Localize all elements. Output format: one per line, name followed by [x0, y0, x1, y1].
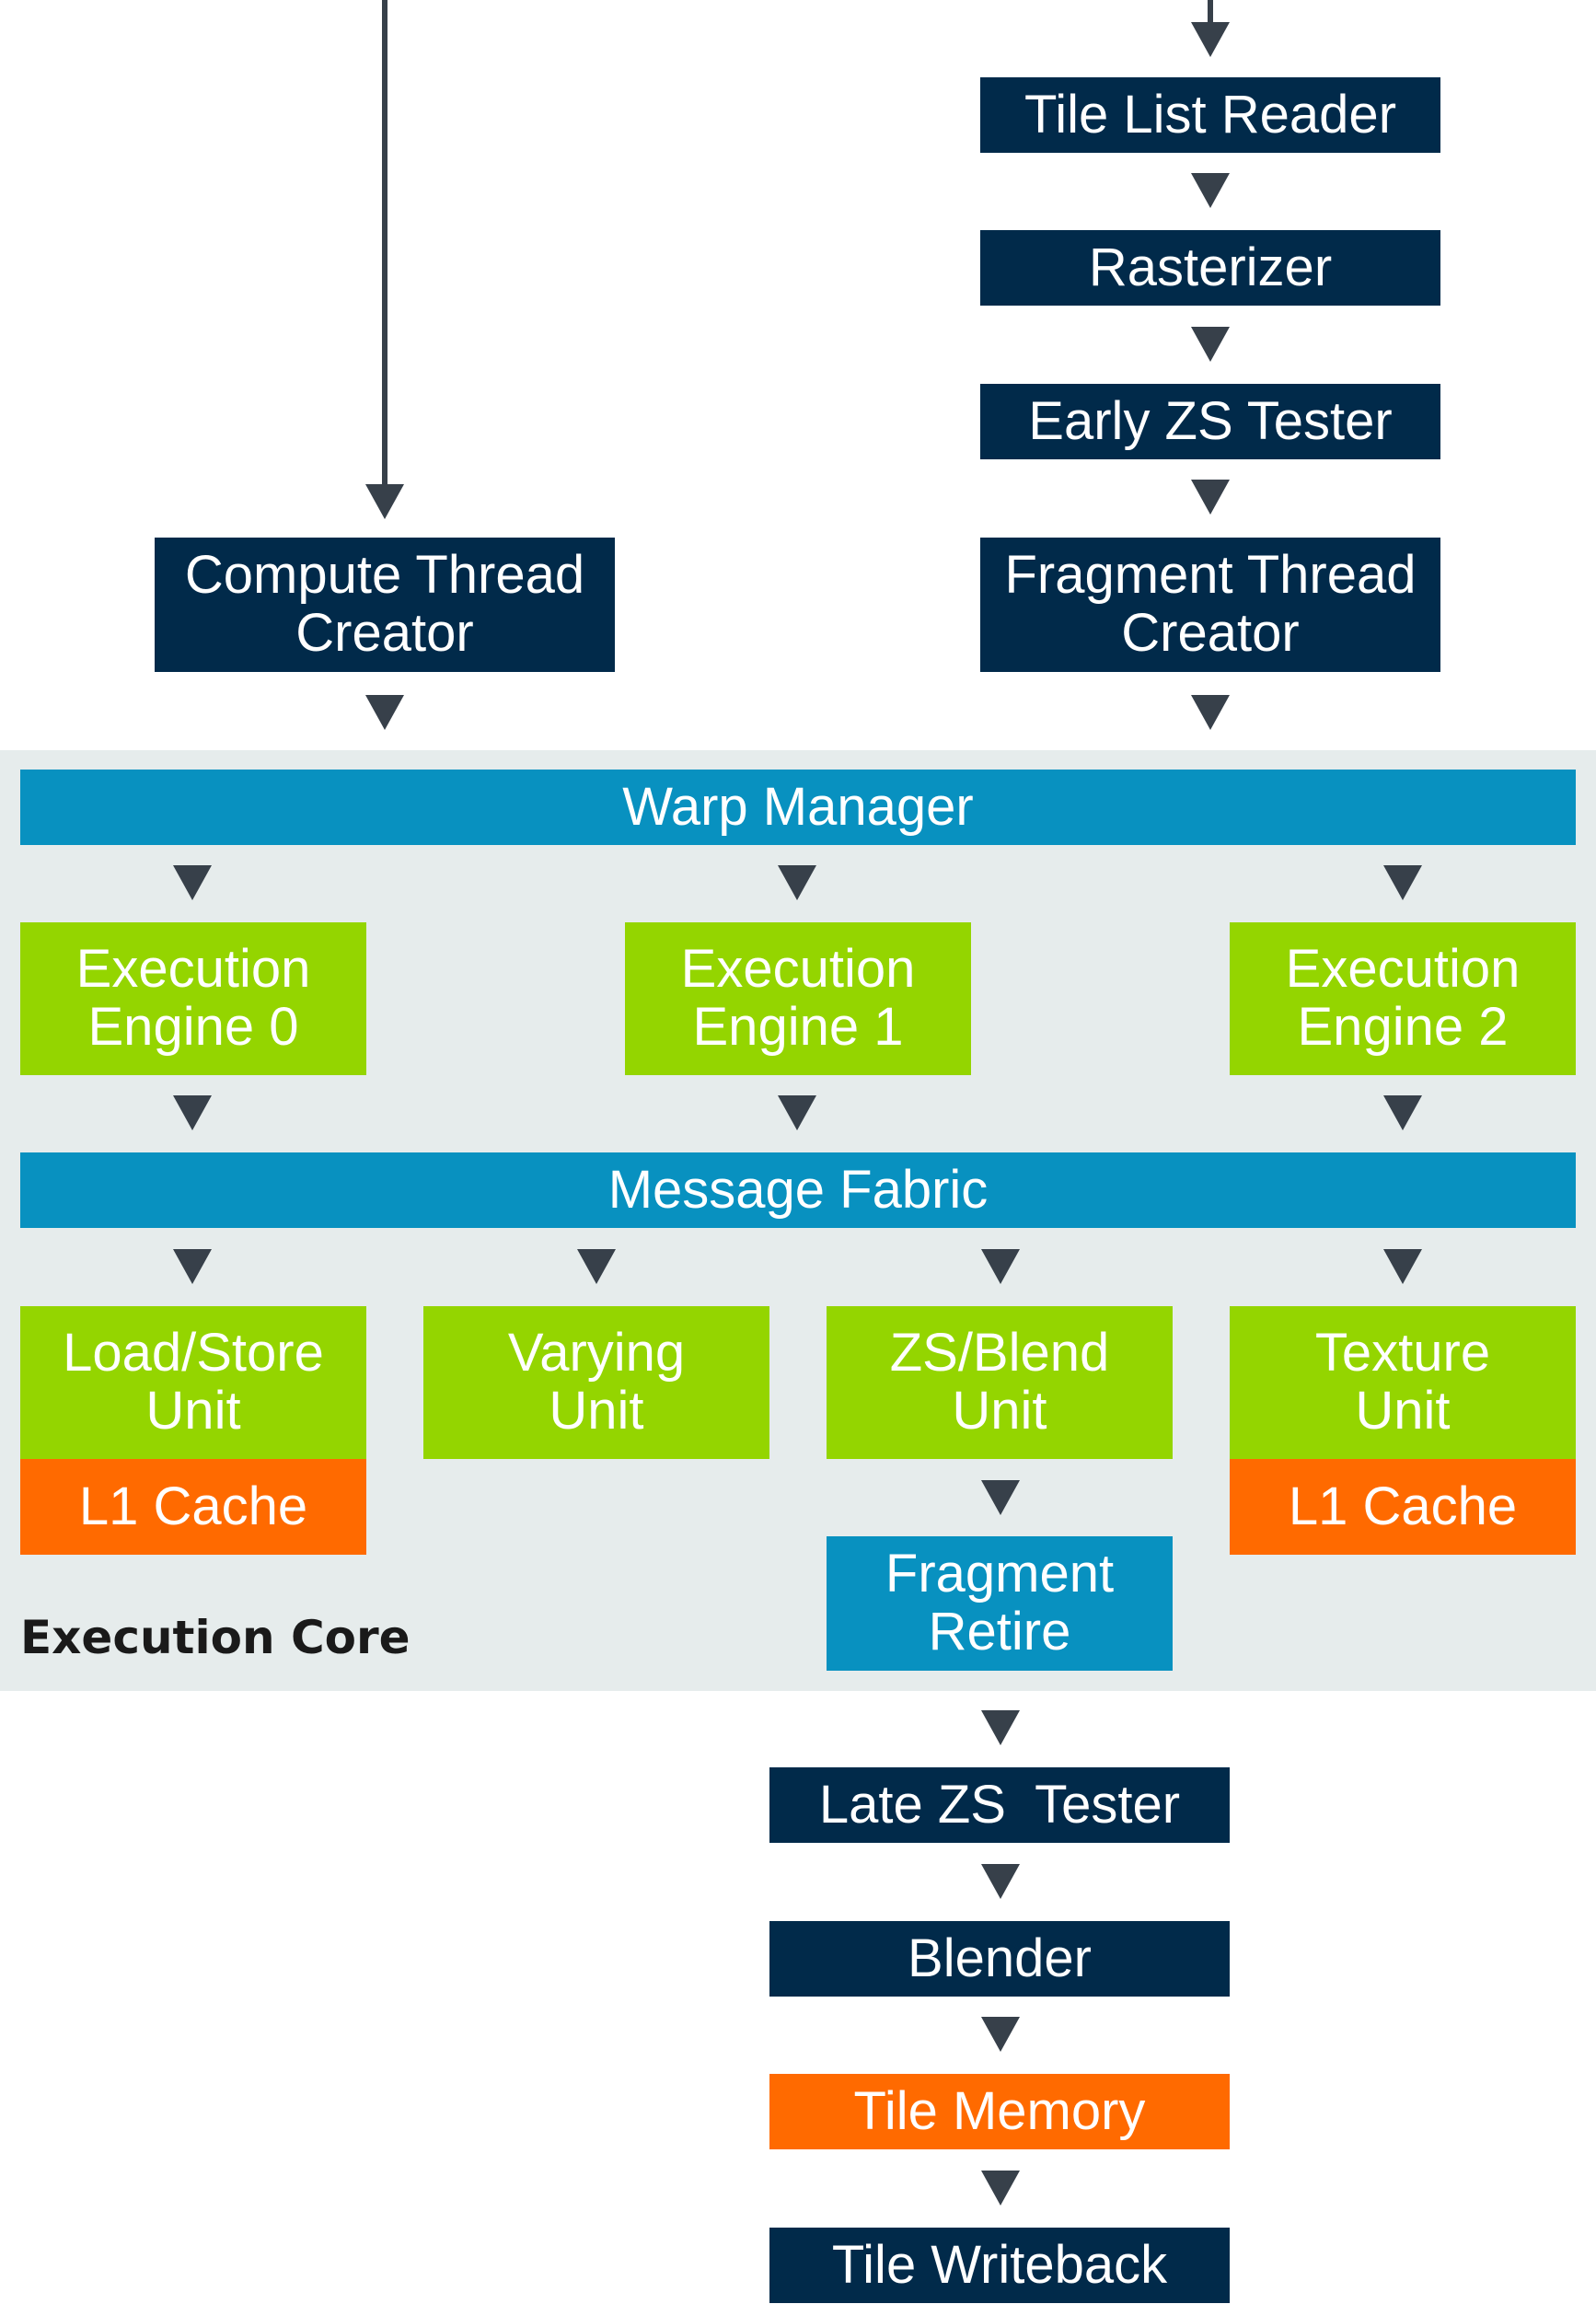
arrow-fabric-to-zs-blend [981, 1249, 1020, 1284]
arrow-engine-1-to-fabric [778, 1095, 816, 1130]
rasterizer-node: Rasterizer [980, 230, 1440, 306]
arrow-compute-thread-to-core [365, 695, 404, 730]
fragment-input-line [1208, 0, 1213, 28]
arrow-retire-to-late-zs [981, 1710, 1020, 1745]
execution-engine-0-node: Execution Engine 0 [20, 922, 366, 1075]
fragment-input-arrow [1191, 22, 1230, 57]
compute-thread-creator-node: Compute Thread Creator [155, 538, 615, 672]
tile-memory-node: Tile Memory [769, 2074, 1230, 2149]
arrow-engine-0-to-fabric [173, 1095, 212, 1130]
warp-manager-node: Warp Manager [20, 770, 1576, 845]
arrow-fabric-to-load-store [173, 1249, 212, 1284]
early-zs-tester-node: Early ZS Tester [980, 384, 1440, 459]
message-fabric-node: Message Fabric [20, 1152, 1576, 1228]
tile-list-reader-node: Tile List Reader [980, 77, 1440, 153]
blender-node: Blender [769, 1921, 1230, 1997]
arrow-engine-2-to-fabric [1383, 1095, 1422, 1130]
arrow-warp-to-engine-0 [173, 865, 212, 900]
arrow-rasterizer-to-early-zs [1191, 327, 1230, 362]
load-store-unit-node: Load/Store Unit [20, 1306, 366, 1459]
compute-input-arrow [365, 484, 404, 519]
compute-input-line [382, 0, 387, 492]
late-zs-tester-node: Late ZS Tester [769, 1767, 1230, 1843]
l1-cache-left-node: L1 Cache [20, 1459, 366, 1555]
zs-blend-unit-node: ZS/Blend Unit [827, 1306, 1173, 1459]
execution-core-label: Execution Core [20, 1611, 411, 1664]
varying-unit-node: Varying Unit [423, 1306, 769, 1459]
execution-engine-2-node: Execution Engine 2 [1230, 922, 1576, 1075]
arrow-blender-to-tile-memory [981, 2017, 1020, 2052]
fragment-retire-node: Fragment Retire [827, 1536, 1173, 1671]
arrow-fabric-to-varying [577, 1249, 616, 1284]
l1-cache-right-node: L1 Cache [1230, 1459, 1576, 1555]
arrow-warp-to-engine-2 [1383, 865, 1422, 900]
arrow-early-zs-to-fragment-thread [1191, 480, 1230, 515]
fragment-thread-creator-node: Fragment Thread Creator [980, 538, 1440, 672]
arrow-tile-list-to-rasterizer [1191, 173, 1230, 208]
arrow-fabric-to-texture [1383, 1249, 1422, 1284]
tile-writeback-node: Tile Writeback [769, 2228, 1230, 2303]
arrow-fragment-thread-to-core [1191, 695, 1230, 730]
arrow-tile-memory-to-writeback [981, 2171, 1020, 2206]
texture-unit-node: Texture Unit [1230, 1306, 1576, 1459]
arrow-warp-to-engine-1 [778, 865, 816, 900]
execution-engine-1-node: Execution Engine 1 [625, 922, 971, 1075]
arrow-zs-blend-to-fragment-retire [981, 1480, 1020, 1515]
arrow-late-zs-to-blender [981, 1864, 1020, 1899]
